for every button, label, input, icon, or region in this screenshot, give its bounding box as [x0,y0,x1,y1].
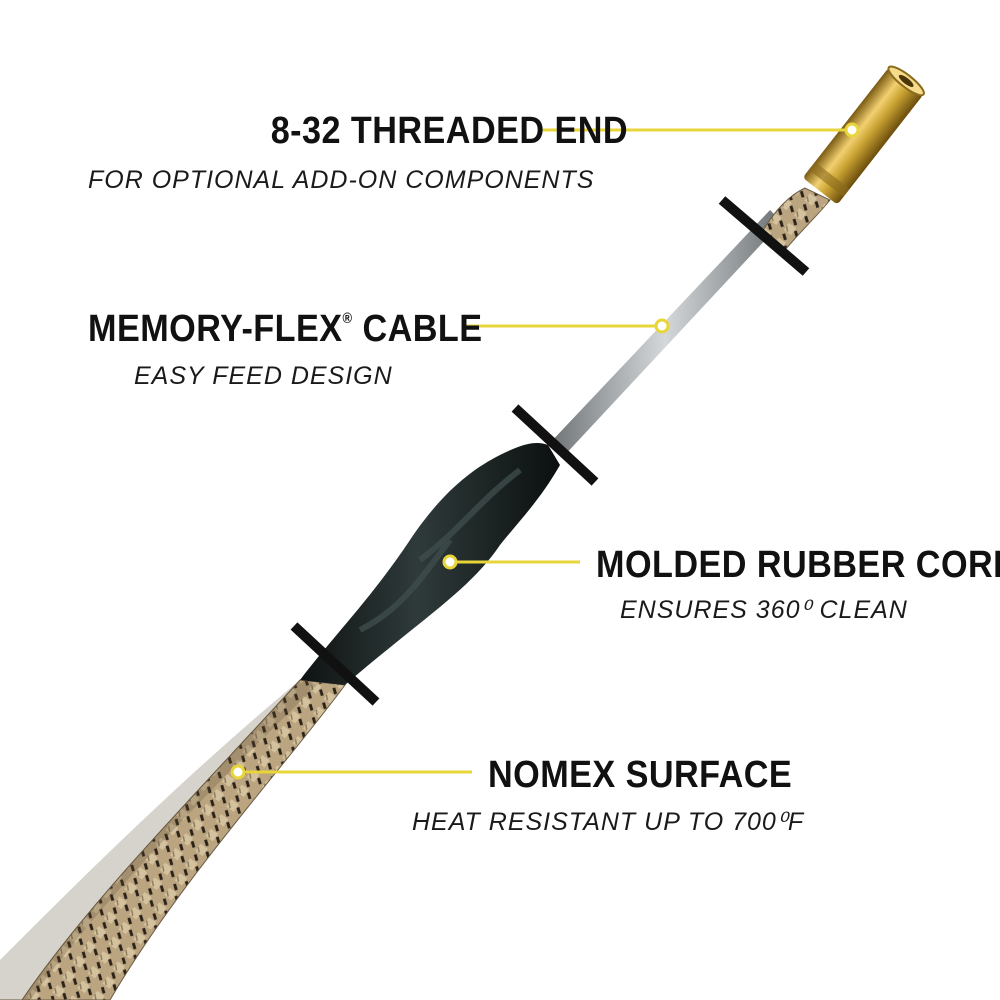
feature-title: NOMEX SURFACE [488,754,793,796]
feature-subtitle: ENSURES 360⁰ CLEAN [620,596,908,624]
feature-subtitle: FOR OPTIONAL ADD-ON COMPONENTS [88,166,595,194]
feature-threaded-end: 8-32 THREADED END [231,112,628,150]
leader-dots [230,122,860,780]
feature-nomex-surface-desc: HEAT RESISTANT UP TO 700⁰F [412,810,804,835]
memory-flex-cable [548,210,782,458]
feature-title: MEMORY-FLEX® CABLE [88,308,483,350]
feature-nomex-surface: NOMEX SURFACE [488,756,826,794]
feature-subtitle: HEAT RESISTANT UP TO 700⁰F [412,808,805,836]
divider-bottom [290,622,380,706]
feature-memory-flex: MEMORY-FLEX® CABLE [88,310,526,348]
brass-threaded-tip [804,65,925,204]
divider-top [718,196,810,276]
feature-threaded-end-desc: FOR OPTIONAL ADD-ON COMPONENTS [88,168,594,193]
rubber-core-twist [358,467,522,633]
feature-rubber-core: MOLDED RUBBER CORE [596,546,1000,584]
registered-mark: ® [342,311,353,327]
feature-subtitle: EASY FEED DESIGN [134,362,393,390]
divider-middle [511,404,599,486]
feature-title: 8-32 THREADED END [270,110,628,152]
feature-memory-flex-desc: EASY FEED DESIGN [134,364,393,389]
feature-rubber-core-desc: ENSURES 360⁰ CLEAN [620,598,908,623]
nomex-rope-shade [0,680,318,1000]
feature-title: MOLDED RUBBER CORE [596,544,1000,586]
leader-lines [240,128,848,774]
nomex-wrap-top [761,187,831,251]
